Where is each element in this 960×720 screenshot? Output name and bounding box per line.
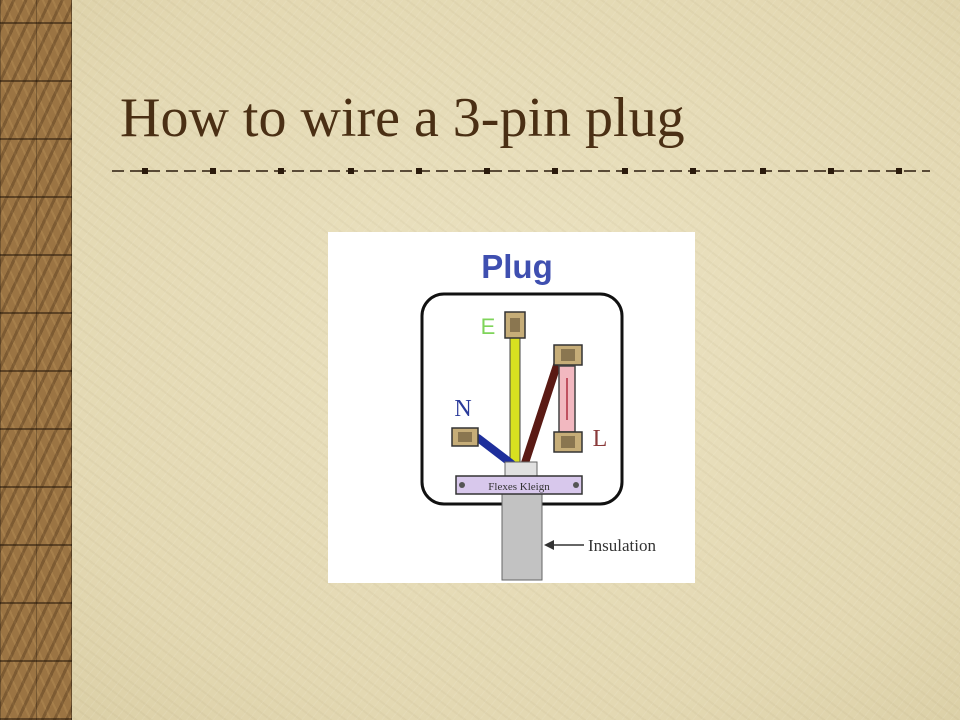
live-terminal-screw [561,349,575,361]
cord-grip-screw-left [459,482,465,488]
divider-dots [142,168,902,174]
insulation-label: Insulation [588,536,656,555]
insulation-arrowhead [544,540,554,550]
earth-terminal-screw [510,318,520,332]
neutral-terminal-screw [458,432,472,442]
title-divider [112,168,930,174]
slide-title: How to wire a 3-pin plug [120,87,685,149]
neutral-wire [474,434,516,468]
decorative-wood-strip [0,0,72,720]
diagram-heading: Plug [481,248,553,285]
cord-grip-screw-right [573,482,579,488]
cord-grip-label: Flexes Kleign [488,481,550,493]
earth-wire [509,335,521,471]
earth-label: E [481,314,496,339]
cord-grip [455,475,583,495]
plug-diagram: Plug E N L Flexes Kleign [328,232,695,583]
cable [501,493,543,581]
plug-diagram-graphic: Plug E N L Flexes Kleign [420,248,656,581]
live-label: L [593,426,608,452]
live-wire [520,352,564,470]
fuse-clip-screw [561,436,575,448]
neutral-label: N [454,396,471,422]
